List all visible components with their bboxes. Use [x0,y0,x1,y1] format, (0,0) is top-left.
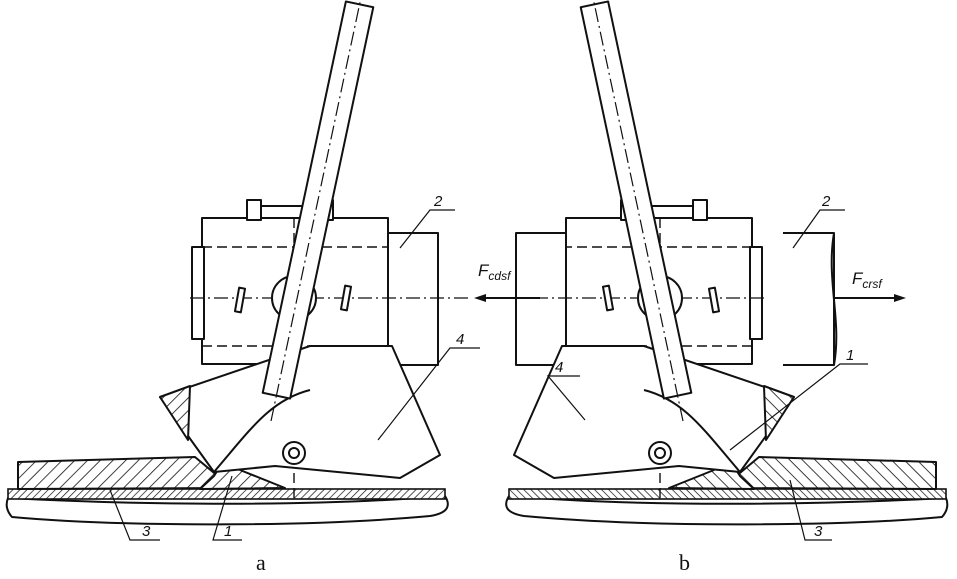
panel-b: 2 1 4 3 Fcrsf b [483,0,949,575]
force-label-b: Fcrsf [852,269,883,291]
label-1-a: 1 [224,523,232,540]
label-4-b: 4 [555,359,563,376]
caption-a: a [256,550,266,575]
label-1-b: 1 [846,347,854,364]
label-3-b: 3 [814,523,823,540]
caption-b: b [679,550,690,575]
label-4-a: 4 [456,331,464,348]
panel-a: 2 4 3 1 Fcdsf a [5,0,540,575]
force-label-a: Fcdsf [478,261,512,283]
label-2-a: 2 [433,193,443,210]
label-3-a: 3 [142,523,151,540]
label-2-b: 2 [821,193,831,210]
